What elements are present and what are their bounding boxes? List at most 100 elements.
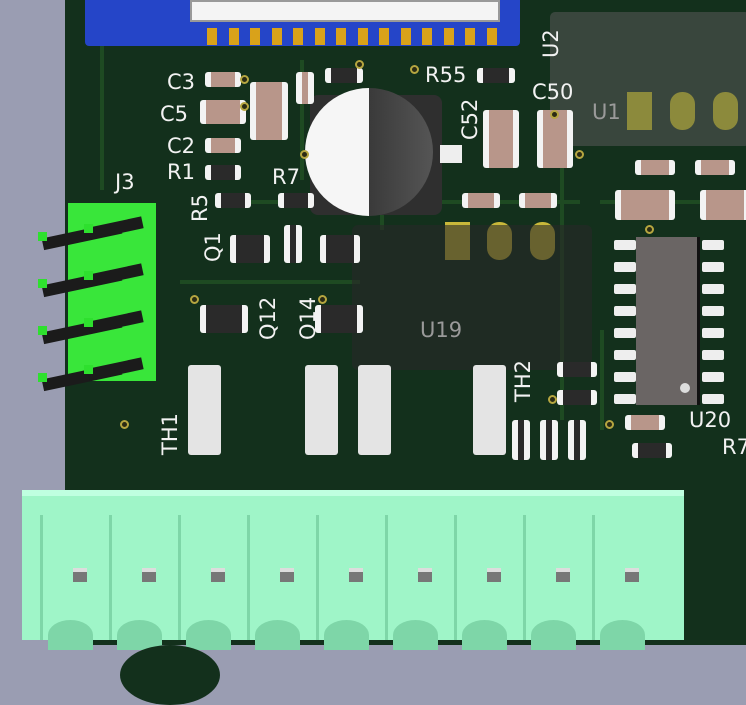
th1-pad [188, 365, 221, 455]
electrolytic-cap [305, 88, 433, 216]
terminal-pin [211, 568, 225, 582]
module-pin [422, 28, 432, 45]
resistor [557, 390, 597, 405]
ic-pin [702, 284, 724, 294]
trace [100, 40, 104, 190]
ref-r7: R7 [272, 165, 300, 189]
terminal-pin [142, 568, 156, 582]
capacitor [537, 110, 573, 168]
capacitor [615, 190, 675, 220]
ic-pin [614, 306, 636, 316]
header-pin-tip [38, 326, 47, 335]
ref-c3: C3 [167, 70, 196, 94]
ic-pin [702, 350, 724, 360]
terminal-slot [454, 515, 514, 640]
ref-q14: Q14 [296, 296, 320, 340]
u1-pad [627, 92, 652, 130]
terminal-block [22, 490, 684, 640]
th1-pad [305, 365, 338, 455]
terminal-arc [117, 620, 162, 650]
capacitor [205, 72, 241, 87]
terminal-pin [418, 568, 432, 582]
terminal-pin [73, 568, 87, 582]
header-pin-tip [84, 318, 93, 327]
ref-r55: R55 [425, 63, 467, 87]
trace [300, 60, 304, 180]
via [190, 295, 199, 304]
header-pin-tip [38, 279, 47, 288]
terminal-pin [556, 568, 570, 582]
ref-u20: U20 [689, 408, 732, 432]
resistor [325, 68, 363, 83]
capacitor [205, 138, 241, 153]
header-pin-tip [84, 365, 93, 374]
terminal-pin [349, 568, 363, 582]
capacitor [296, 72, 314, 104]
resistor [205, 165, 241, 180]
ref-u2: U2 [539, 29, 563, 58]
resistor [477, 68, 515, 83]
th-pad [473, 365, 506, 455]
capacitor [483, 110, 519, 168]
ref-th2: TH2 [511, 360, 535, 402]
terminal-arc [255, 620, 300, 650]
ic-pin [614, 394, 636, 404]
capacitor [462, 193, 500, 208]
module-pin [443, 28, 454, 45]
cap-pin [440, 145, 462, 163]
pin1-dot [680, 383, 690, 393]
ic-pin [702, 240, 724, 250]
header-pin-tip [38, 373, 47, 382]
capacitor [695, 160, 735, 175]
via [318, 295, 327, 304]
terminal-arc [600, 620, 645, 650]
ref-r1: R1 [167, 160, 195, 184]
resistor [540, 420, 558, 460]
via [300, 150, 309, 159]
terminal-pin [280, 568, 294, 582]
terminal-arc [186, 620, 231, 650]
module-pin [228, 28, 239, 45]
u19-package [352, 225, 592, 370]
module-pin [400, 28, 411, 45]
resistor [557, 362, 597, 377]
module-pin [379, 28, 389, 45]
ref-q12: Q12 [256, 296, 280, 340]
terminal-arc [462, 620, 507, 650]
header-pin-tip [38, 232, 47, 241]
ref-th1: TH1 [158, 413, 182, 455]
terminal-pin [625, 568, 639, 582]
ref-c50: C50 [532, 80, 574, 104]
resistor [320, 235, 360, 263]
via [575, 150, 584, 159]
terminal-pin [487, 568, 501, 582]
ic-pin [614, 372, 636, 382]
terminal-slot [40, 515, 100, 640]
ic-pin [614, 240, 636, 250]
via [645, 225, 654, 234]
capacitor [250, 82, 288, 140]
resistor [284, 225, 302, 263]
terminal-slot [178, 515, 238, 640]
via [605, 420, 614, 429]
trace [600, 330, 604, 430]
capacitor [200, 100, 246, 124]
via [240, 75, 249, 84]
module-pin [357, 28, 368, 45]
ref-c2: C2 [167, 134, 196, 158]
ref-u1: U1 [592, 100, 621, 124]
ic-pin [614, 284, 636, 294]
capacitor [519, 193, 557, 208]
ref-c5: C5 [160, 102, 189, 126]
resistor [230, 235, 270, 263]
ic-pin [614, 262, 636, 272]
ic-pin [614, 328, 636, 338]
terminal-slot [523, 515, 583, 640]
resistor [200, 305, 248, 333]
ref-r7-right: R7 [722, 435, 746, 459]
ic-pin [702, 372, 724, 382]
th-pad [358, 365, 391, 455]
resistor [568, 420, 586, 460]
via [240, 102, 249, 111]
rf-module-shield [190, 0, 500, 22]
